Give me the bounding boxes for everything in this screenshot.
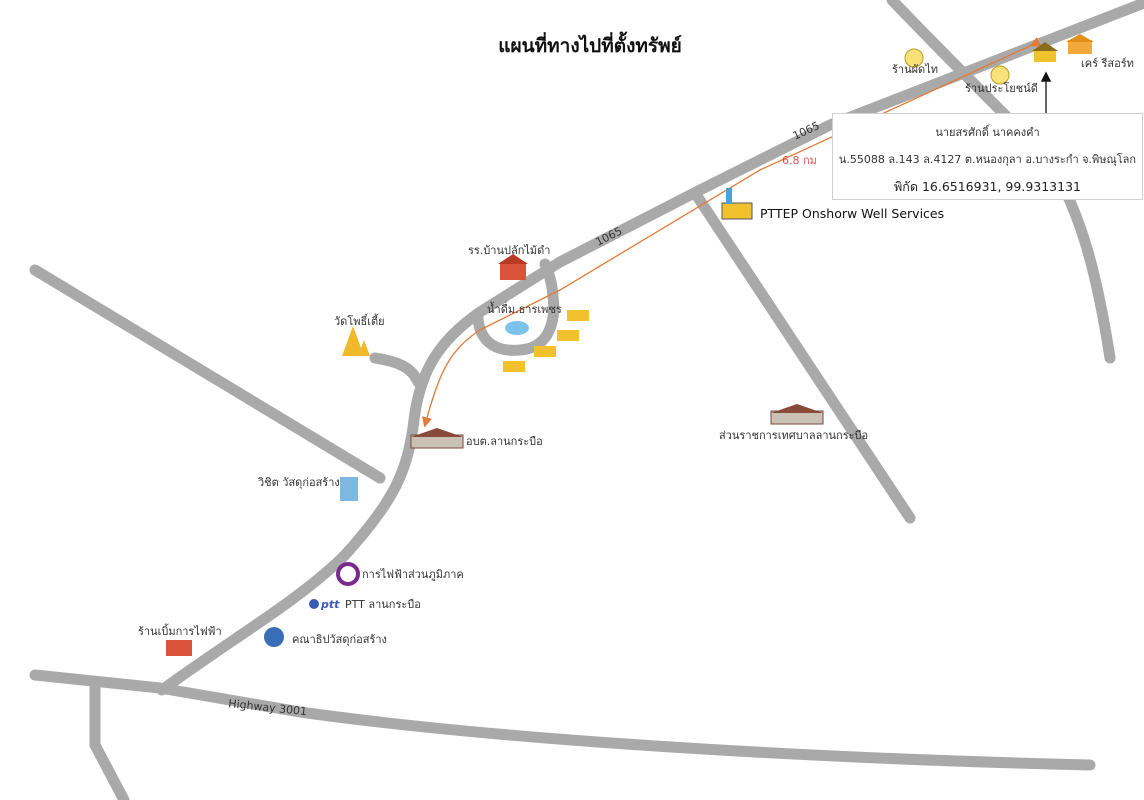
label-municipal: ส่วนราชการเทศบาลลานกระบือ [719, 429, 868, 442]
building-icon [340, 477, 358, 501]
temple-icon [342, 326, 370, 356]
label-prayot: ร้านประโยชน์ดี [965, 81, 1038, 95]
shop-icon [166, 640, 192, 656]
government-building-icon [410, 428, 464, 449]
house-icon [557, 330, 579, 341]
label-padthai: ร้านผัดไท [892, 63, 938, 76]
owner-name: นายสรศักดิ์ นาคคงคำ [935, 126, 1040, 139]
label-wichit: วิชิต วัสดุก่อสร้าง [257, 476, 340, 489]
ptt-logo-text: ptt [320, 598, 340, 611]
restaurant-icon [990, 65, 1010, 85]
label-kanathip: คณาธิปวัสดุก่อสร้าง [292, 633, 387, 646]
label-bem: ร้านเบิ้มการไฟฟ้า [138, 623, 222, 638]
factory-icon [721, 188, 753, 220]
coordinates-label: พิกัด [894, 179, 918, 194]
resort-icon [1066, 34, 1094, 54]
house-icon [567, 310, 589, 321]
pea-logo-icon [336, 562, 360, 586]
label-sao: อบต.ลานกระบือ [466, 435, 543, 448]
property-house-icon [1032, 42, 1058, 62]
road-municipal [691, 190, 916, 524]
house-icon [503, 361, 525, 372]
road-label-1065: 1065 [593, 224, 624, 248]
route-line [422, 37, 1042, 428]
restaurant-icon [904, 48, 924, 68]
road-temple-spur [369, 352, 424, 388]
house-icon [534, 346, 556, 357]
property-info-box: นายสรศักดิ์ นาคคงคำ น.55088 ล.143 ล.4127… [832, 113, 1143, 200]
label-resort: เคร์ รีสอร์ท [1081, 57, 1134, 70]
ptt-logo-icon [309, 599, 319, 609]
road-label-highway: Highway 3001 [228, 697, 308, 718]
school-icon [498, 254, 528, 280]
construction-shop-icon [264, 627, 284, 647]
label-ptt: PTT ลานกระบือ [345, 598, 421, 611]
water-icon [505, 321, 529, 335]
deed-details: น.55088 ล.143 ล.4127 ต.หนองกุลา อ.บางระก… [838, 153, 1137, 166]
route-distance: 6.8 กม [782, 154, 817, 167]
label-temple: วัดโพธิ์เตี้ย [334, 313, 385, 328]
label-pea: การไฟฟ้าส่วนภูมิภาค [362, 568, 464, 581]
map-title: แผนที่ทางไปที่ตั้งทรัพย์ [498, 31, 682, 57]
label-school: รร.บ้านปลักไม้ดำ [468, 244, 550, 257]
road-bottom-left [89, 682, 130, 800]
road-left-diagonal [29, 264, 386, 484]
coordinates-value: 16.6516931, 99.9313131 [921, 179, 1081, 194]
label-water: น้ำดื่ม.ธารเพชร [487, 301, 562, 316]
label-pttep: PTTEP Onshorw Well Services [760, 206, 944, 221]
road-highway-3001 [29, 669, 1096, 771]
government-building-icon [770, 404, 824, 425]
